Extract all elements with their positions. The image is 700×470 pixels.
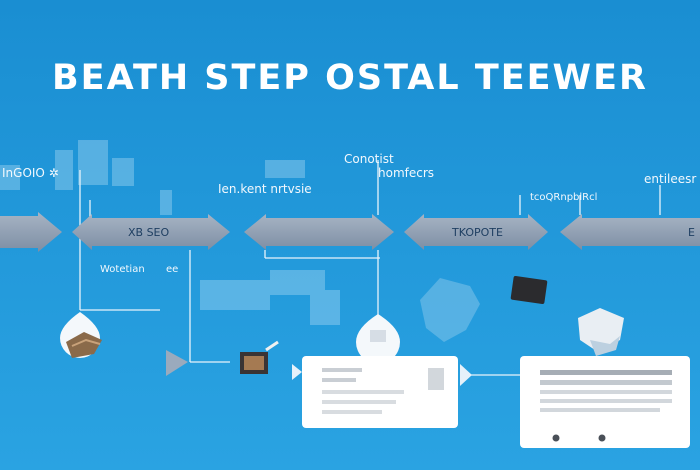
label-top-right-mid: tcoQRnpblRcl	[530, 192, 598, 203]
info-card-left	[302, 356, 458, 428]
photo-icon	[240, 340, 279, 374]
label-mid-left-suffix: ee	[166, 264, 179, 275]
label-top-center-2: homfecrs	[378, 166, 435, 180]
document-drop-icon	[356, 314, 400, 364]
triangle-marker-right	[460, 364, 472, 386]
hand-drop-icon	[60, 312, 102, 358]
label-mid-left: Wotetian	[100, 264, 145, 275]
info-card-right	[520, 356, 690, 448]
diagram-title: BEATH STEP OSTAL TEEWER	[52, 58, 648, 98]
arrow-step-3[interactable]	[244, 214, 394, 250]
triangle-marker	[166, 350, 188, 376]
arrow-step-4-label: TKOPOTE	[452, 226, 503, 239]
arrow-step-5-label: E	[688, 226, 695, 239]
step-arrows	[0, 212, 700, 252]
arrow-step-1[interactable]	[0, 212, 62, 252]
arrow-step-4[interactable]	[404, 214, 548, 250]
background-texture	[0, 140, 340, 325]
connector-lines	[79, 160, 661, 376]
arrow-step-5[interactable]	[560, 214, 700, 250]
arrow-step-2-label: XB SEO	[128, 226, 170, 239]
label-top-center-1: Conotist	[344, 152, 394, 166]
box-icon	[578, 308, 624, 356]
tablet-icon	[510, 276, 548, 304]
triangle-marker-left	[292, 364, 302, 380]
label-top-left: InGOIO ✲	[2, 166, 59, 180]
label-top-right: entileesr	[644, 172, 697, 186]
map-shape	[420, 278, 480, 342]
arrow-step-2[interactable]	[72, 214, 230, 250]
label-top-mid-left: Ien.kent nrtvsie	[218, 182, 312, 196]
